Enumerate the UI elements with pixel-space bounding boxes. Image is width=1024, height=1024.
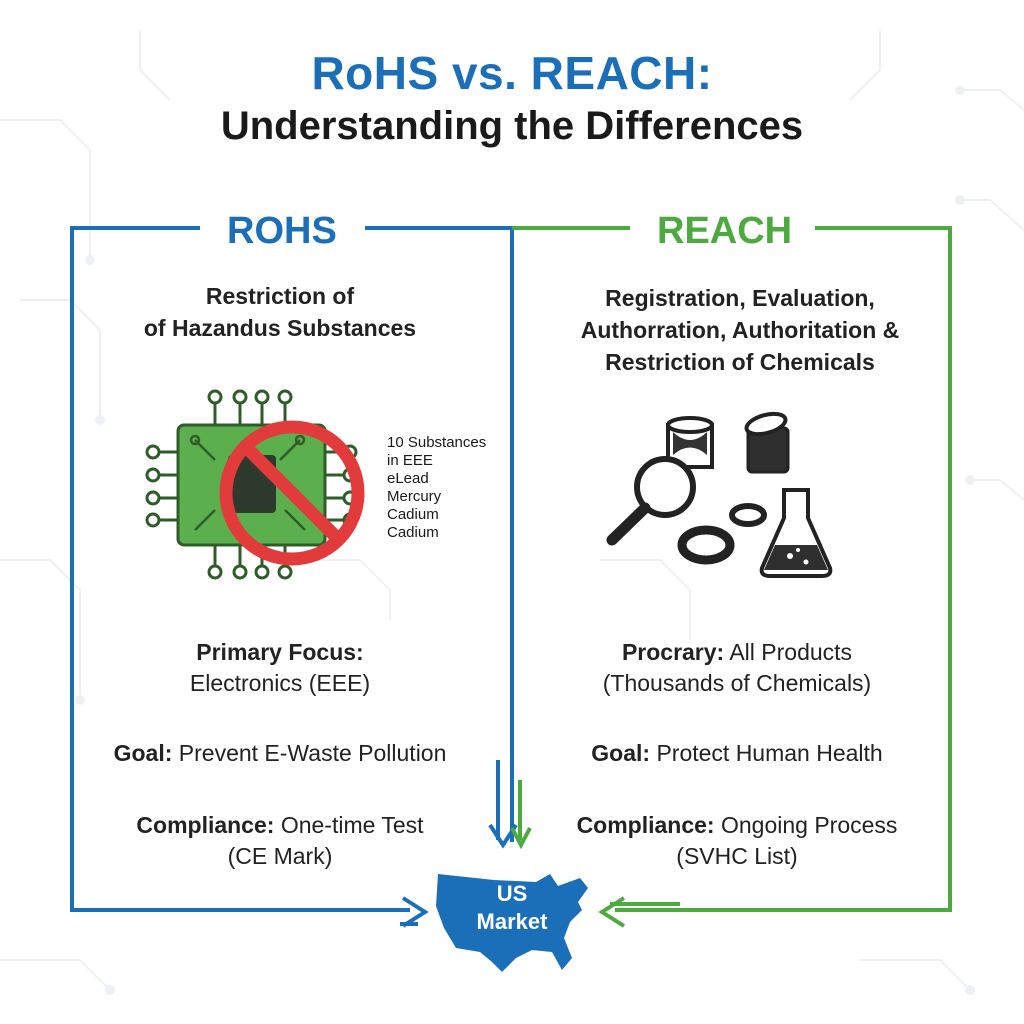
- substance-item: Mercury: [387, 488, 442, 505]
- us-map-icon: [436, 874, 588, 972]
- rohs-compliance-value: One-time Test: [280, 812, 424, 838]
- rohs-compliance-note: (CE Mark): [227, 843, 333, 869]
- reach-full-name-line3: Restriction of Chemicals: [605, 349, 875, 375]
- page-title: RoHS vs. REACH:: [311, 47, 713, 99]
- rohs-heading: ROHS: [215, 210, 349, 253]
- substance-item: in EEE: [387, 452, 433, 469]
- reach-goal: Goal: Protect Human Health: [527, 738, 947, 769]
- rohs-goal: Goal: Prevent E-Waste Pollution: [80, 738, 480, 769]
- reach-compliance: Compliance: Ongoing Process (SVHC List): [527, 810, 947, 872]
- rohs-primary-focus: Primary Focus: Electronics (EEE): [80, 637, 480, 699]
- us-market-line1: US: [496, 881, 528, 906]
- substance-item: eLead: [387, 470, 429, 487]
- paint-can-icon: [666, 416, 714, 469]
- rohs-full-name-line1: Restriction of: [205, 283, 355, 309]
- rohs-full-name: Restriction of of Hazandus Substances: [80, 280, 480, 344]
- rohs-focus-value: Electronics (EEE): [189, 670, 371, 696]
- us-market-line2: Market: [476, 909, 548, 934]
- reach-full-name-line2: Authorration, Authoritation &: [580, 317, 900, 343]
- us-market-label: US Market: [462, 880, 562, 936]
- down-arrow-green: [510, 780, 532, 850]
- substance-item: Cadium: [387, 524, 439, 541]
- rohs-goal-label: Goal:: [113, 740, 173, 766]
- rohs-compliance: Compliance: One-time Test (CE Mark): [80, 810, 480, 872]
- circuit-chip-icon: [145, 389, 358, 580]
- reach-focus-note: (Thousands of Chemicals): [602, 670, 872, 696]
- left-arrow-green: [598, 896, 680, 928]
- rohs-focus-label: Primary Focus:: [196, 639, 364, 665]
- reach-focus-value: All Products: [729, 639, 853, 665]
- prohibited-icon: [219, 420, 365, 566]
- flask-icon: [759, 488, 833, 578]
- rohs-goal-value: Prevent E-Waste Pollution: [178, 740, 447, 766]
- magnifier-icon: [606, 456, 696, 546]
- reach-compliance-label: Compliance:: [576, 812, 715, 838]
- rohs-full-name-line2: of Hazandus Substances: [143, 315, 417, 341]
- rohs-compliance-label: Compliance:: [136, 812, 275, 838]
- reach-compliance-value: Ongoing Process: [720, 812, 898, 838]
- reach-heading: REACH: [645, 210, 805, 253]
- right-arrow-blue: [400, 896, 429, 928]
- substance-item: Cadium: [387, 506, 439, 523]
- ring-icon: [677, 503, 767, 565]
- reach-primary-focus: Procrary: All Products (Thousands of Che…: [527, 637, 947, 699]
- substance-item: 10 Substances: [387, 434, 487, 451]
- reach-full-name: Registration, Evaluation, Authorration, …: [540, 282, 940, 378]
- page-subtitle: Understanding the Differences: [220, 104, 804, 148]
- reach-focus-label: Procrary:: [621, 639, 725, 665]
- down-arrow-blue: [488, 760, 518, 849]
- reach-full-name-line1: Registration, Evaluation,: [605, 285, 875, 311]
- reach-compliance-note: (SVHC List): [676, 843, 798, 869]
- reach-goal-value: Protect Human Health: [656, 740, 883, 766]
- chemical-barrel-icon: [744, 411, 790, 474]
- reach-frame-right: [615, 226, 952, 912]
- rohs-frame: [70, 226, 410, 912]
- rohs-substance-list: 10 Substances in EEE eLead Mercury Cadiu…: [387, 434, 517, 542]
- reach-goal-label: Goal:: [591, 740, 651, 766]
